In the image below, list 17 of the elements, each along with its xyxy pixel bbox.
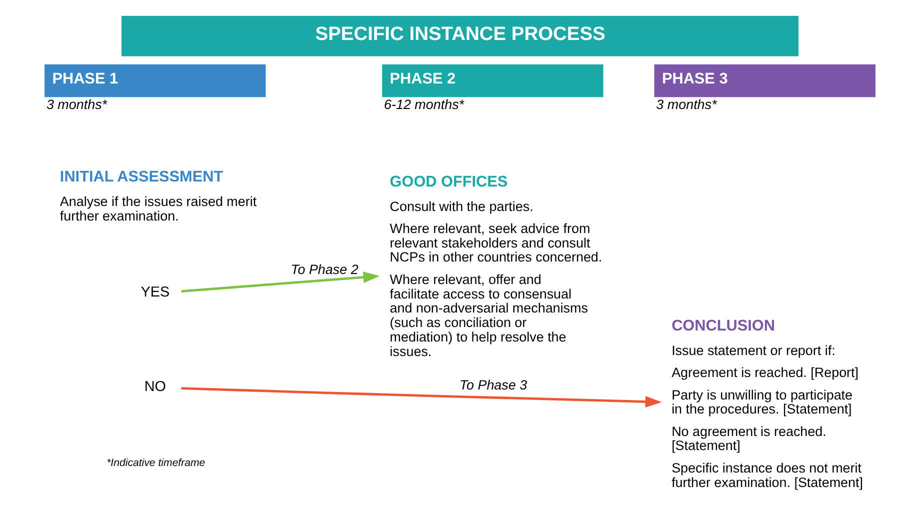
node-text: YES — [140, 284, 170, 301]
node-box: PHASE 2 — [382, 64, 603, 98]
arrow — [180, 272, 380, 293]
node-box: PHASE 3 — [654, 64, 875, 98]
node-text: GOOD OFFICES Consult with the parties. Where relevant, seek advice from relevant stakeholders and consult NCPs in other countries concerned. Where relevant, offer and facilitate access to consensual and non-adversarial mechanisms (such as conciliation or mediation) to help resolve the issues. — [389, 173, 602, 359]
edge-label: To Phase 2 — [290, 262, 358, 278]
node-label: 6-12 months* — [384, 96, 464, 112]
diagram-title: SPECIFIC INSTANCE PROCESS — [314, 24, 605, 45]
node-box: PHASE 1 — [44, 64, 266, 98]
edge-label: To Phase 3 — [459, 378, 527, 393]
node-label: 3 months* — [656, 96, 716, 112]
node-text: CONCLUSION Issue statement or report if: Agreement is reached. [Report] Party is unwilling to participate in the procedures. [Statement] No agreement is reached. [Statement] Specific instance does not merit further examination. [Statement] — [671, 318, 863, 490]
node-text: NO — [144, 378, 166, 395]
arrow — [180, 387, 662, 408]
label: *Indicative timeframe — [106, 457, 205, 470]
node-text: INITIAL ASSESSMENT Analyse if the issues raised merit further examination. — [59, 168, 256, 224]
node-label: 3 months* — [46, 96, 107, 112]
